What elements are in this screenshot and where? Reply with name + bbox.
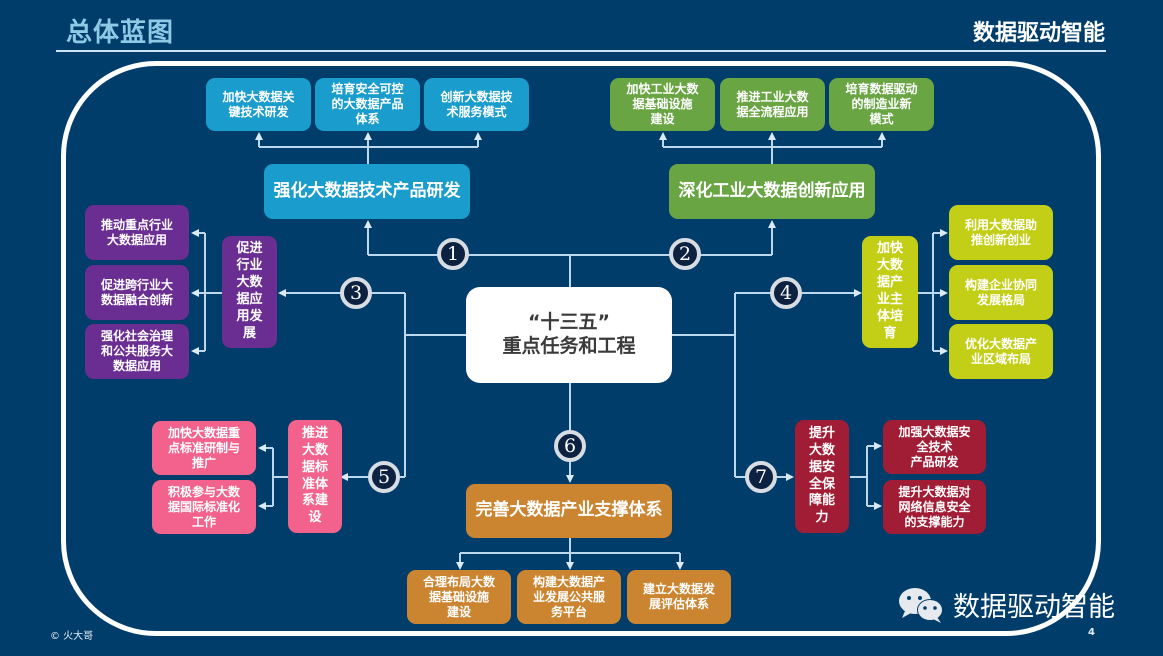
center-line2: 重点任务和工程: [502, 335, 636, 357]
header-divider: [56, 50, 1106, 52]
wechat-icon: [899, 587, 943, 623]
s5-item-2[interactable]: 积极参与大数 据国际标准化 工作: [152, 480, 256, 534]
badge-2: 2: [669, 238, 701, 270]
s6-main[interactable]: 完善大数据产业支撑体系: [466, 484, 672, 538]
watermark: 数据驱动智能: [897, 585, 1115, 624]
s6-item-3[interactable]: 建立大数据发 展评估体系: [627, 570, 731, 624]
badge-4: 4: [770, 277, 802, 309]
s3-main[interactable]: 促进 行业 大数 据应 用发 展: [222, 236, 277, 348]
s2-main[interactable]: 深化工业大数据创新应用: [669, 164, 875, 219]
s4-item-3[interactable]: 优化大数据产 业区域布局: [949, 324, 1053, 379]
s3-item-1[interactable]: 推动重点行业 大数据应用: [85, 205, 189, 260]
s4-item-1[interactable]: 利用大数据助 推创新创业: [949, 205, 1053, 260]
s3-item-3[interactable]: 强化社会治理 和公共服务大 数据应用: [85, 324, 189, 379]
s6-item-2[interactable]: 构建大数据产 业发展公共服 务平台: [517, 570, 621, 624]
center-node[interactable]: “十三五” 重点任务和工程: [466, 287, 672, 383]
badge-5: 5: [368, 461, 400, 493]
center-line1: “十三五”: [528, 311, 610, 334]
s6-item-1[interactable]: 合理布局大数 据基础设施 建设: [407, 570, 511, 624]
s4-main[interactable]: 加快 大数 据产 业主 体培 育: [862, 236, 918, 348]
diagram-frame: [61, 61, 1101, 636]
s5-item-1[interactable]: 加快大数据重 点标准研制与 推广: [152, 421, 256, 475]
s5-main[interactable]: 推进 大数 据标 准体 系建 设: [288, 420, 342, 533]
badge-3: 3: [340, 277, 372, 309]
s1-item-1[interactable]: 加快大数据关 键技术研发: [206, 78, 311, 131]
author-credit: © 火大哥: [50, 631, 94, 642]
s3-item-2[interactable]: 促进跨行业大 数据融合创新: [85, 265, 189, 320]
watermark-text: 数据驱动智能: [953, 592, 1115, 623]
s2-item-3[interactable]: 培育数据驱动 的制造业新 模式: [829, 78, 934, 131]
s1-main[interactable]: 强化大数据技术产品研发: [264, 164, 470, 219]
page-title: 总体蓝图: [66, 18, 175, 48]
badge-6: 6: [554, 430, 586, 462]
s2-item-1[interactable]: 加快工业大数 据基础设施 建设: [610, 78, 715, 131]
s1-item-2[interactable]: 培育安全可控 的大数据产品 体系: [315, 78, 420, 131]
page-number: 4: [1088, 627, 1095, 638]
s7-main[interactable]: 提升 大数 据安 全保 障能 力: [795, 420, 849, 533]
s2-item-2[interactable]: 推进工业大数 据全流程应用: [720, 78, 825, 131]
s7-item-2[interactable]: 提升大数据对 网络信息安全 的支撑能力: [883, 480, 986, 534]
brand-title: 数据驱动智能: [972, 21, 1105, 46]
s7-item-1[interactable]: 加强大数据安 全技术 产品研发: [883, 420, 986, 474]
badge-1: 1: [437, 238, 469, 270]
s1-item-3[interactable]: 创新大数据技 术服务模式: [424, 78, 529, 131]
badge-7: 7: [745, 461, 777, 493]
s4-item-2[interactable]: 构建企业协同 发展格局: [949, 265, 1053, 320]
